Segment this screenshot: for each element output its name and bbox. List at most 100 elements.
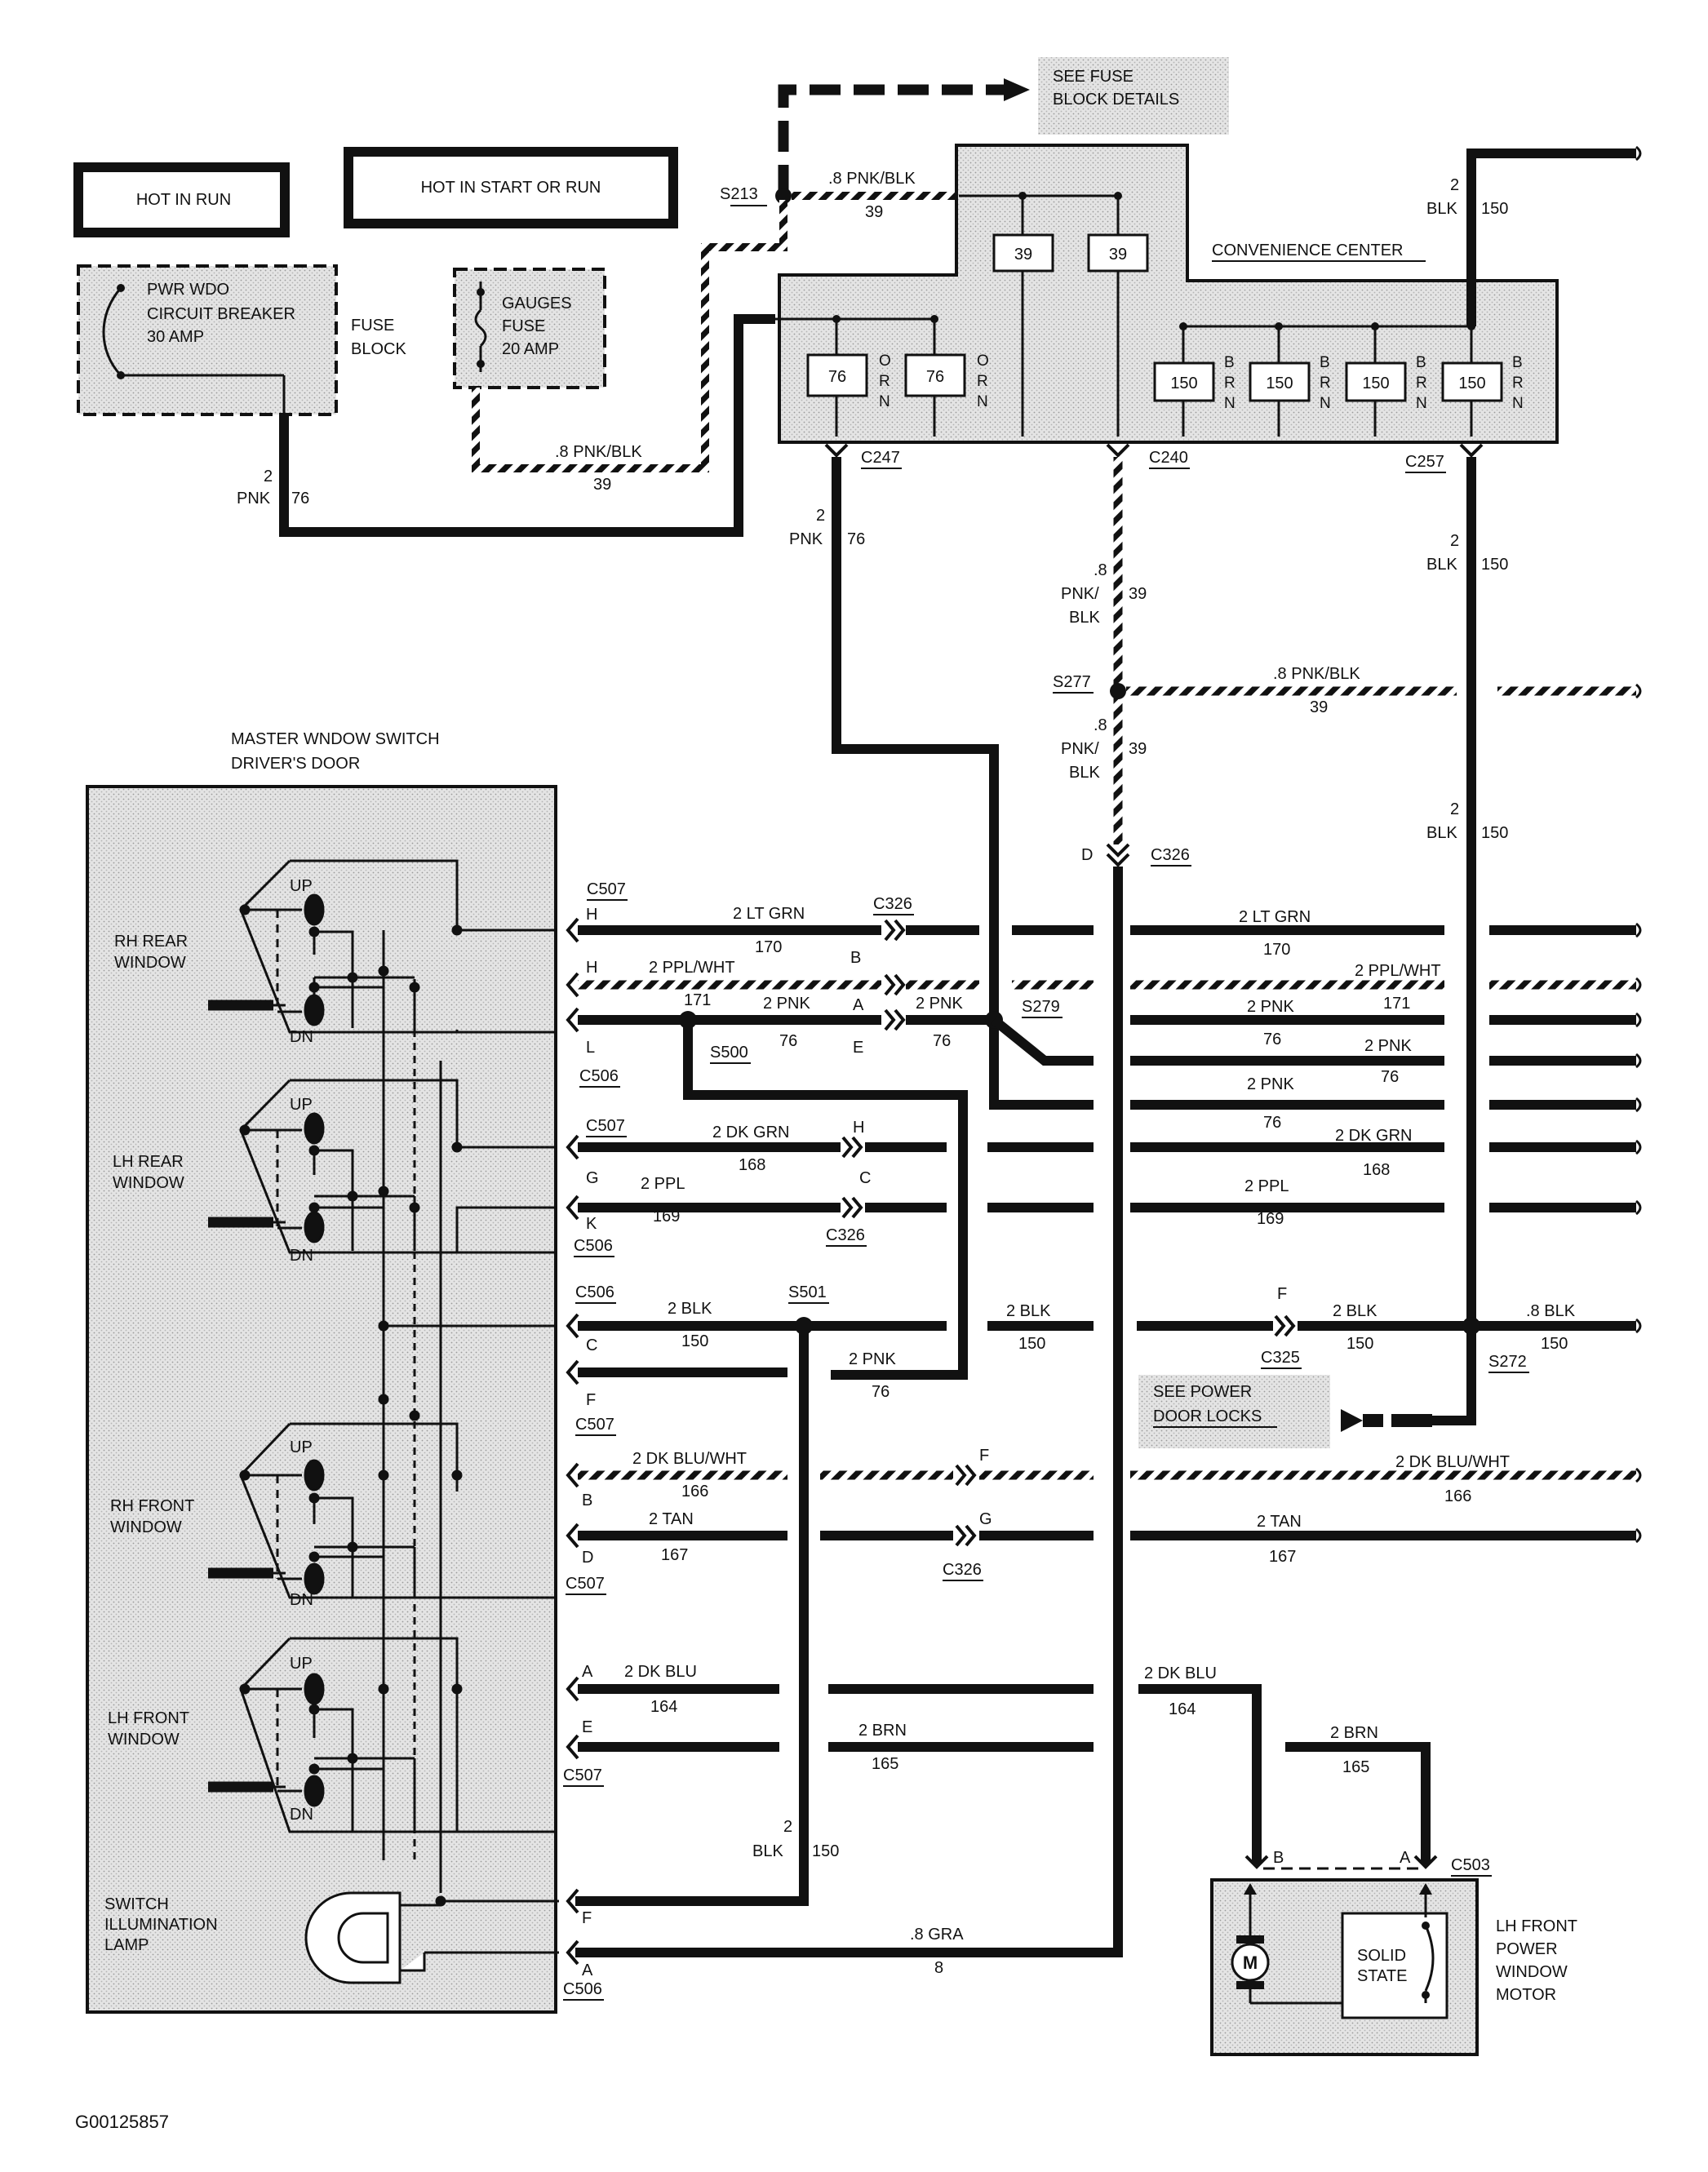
pin-b-label: B [582, 1492, 592, 1509]
switch-edge-connectors [566, 917, 579, 1966]
wire-label-150c-color: 2 BLK [1333, 1302, 1377, 1320]
pin-e-c326-label: E [853, 1039, 863, 1057]
wire-label-164b-color: 2 DK BLU [1144, 1664, 1217, 1682]
wire-label-169-color: 2 PPL [641, 1175, 685, 1193]
wire-label-c247-gauge: 2 [816, 507, 825, 525]
wire-label-168b-circuit: 168 [1363, 1161, 1390, 1179]
see-locks-label-1: SEE POWER [1153, 1383, 1252, 1401]
master-switch-label-2: DRIVER'S DOOR [231, 755, 360, 773]
relay-150-c-label: 150 [1362, 375, 1389, 392]
breaker-label-1: PWR WDO [147, 281, 229, 299]
pin-a-motor-label: A [1400, 1849, 1411, 1867]
motor-symbol-label: M [1243, 1953, 1258, 1973]
wire-label-76a-circuit: 76 [779, 1032, 797, 1050]
splice-s213-label: S213 [720, 185, 758, 203]
wire-label-171b-color: 2 PPL/WHT [1355, 962, 1441, 980]
brn-r-2: R [1320, 375, 1331, 392]
wire-label-c257b-color: BLK [1426, 824, 1457, 842]
connector-c507-b-label: C507 [586, 1117, 625, 1135]
relay-150-b-label: 150 [1266, 375, 1293, 392]
motor-label-4: MOTOR [1496, 1986, 1556, 2004]
gauges-label-3: 20 AMP [502, 340, 559, 358]
pin-h-b-label: H [586, 959, 597, 977]
wire-label-c257-gauge: 2 [1450, 532, 1459, 550]
brn-r-1: R [1224, 375, 1236, 392]
see-fuse-label-1: SEE FUSE [1053, 68, 1133, 86]
wire-dk-blu-164: 2 DK BLU 164 2 DK BLU 164 [578, 1663, 1269, 1869]
connector-c503-label: C503 [1451, 1856, 1490, 1874]
pin-h-a-label: H [586, 906, 597, 924]
wire-label-s277-circuit: 39 [1129, 740, 1147, 758]
wire-label-76d-color: 2 PNK [1364, 1037, 1412, 1055]
rh-front-label-1: RH FRONT [110, 1497, 194, 1515]
figure-id: G00125857 [75, 2112, 169, 2132]
brn-b-1: B [1224, 354, 1235, 371]
wire-label-top-blk-color: BLK [1426, 200, 1457, 218]
pin-f-c325-label: F [1277, 1285, 1287, 1303]
solid-state-label-2: STATE [1357, 1967, 1407, 1985]
lh-rear-label-2: WINDOW [113, 1174, 184, 1192]
fuse-details-arrow-icon [1004, 78, 1030, 101]
rh-front-dn-label: DN [290, 1591, 313, 1609]
see-fuse-block-box: SEE FUSE BLOCK DETAILS [1038, 57, 1229, 135]
wire-label-76a-color: 2 PNK [763, 995, 810, 1013]
pin-b-c326-label: B [850, 949, 861, 967]
wire-label-170b-color: 2 LT GRN [1239, 908, 1311, 926]
wire-label-76c-circuit: 76 [1263, 1031, 1281, 1048]
wire-label-150e-gauge: 2 [783, 1818, 792, 1836]
relay-150-b [1249, 361, 1311, 402]
relay-76-a-label: 76 [828, 368, 846, 386]
wire-label-150d-color: .8 BLK [1526, 1302, 1576, 1320]
hot-in-start-or-run-label: HOT IN START OR RUN [421, 179, 601, 197]
lamp-label-2: ILLUMINATION [104, 1916, 218, 1934]
wire-label-164b-circuit: 164 [1169, 1700, 1196, 1718]
connector-c326-mid-label: C326 [826, 1226, 865, 1244]
brn-r-4: R [1512, 375, 1524, 392]
switch-lh-rear [208, 1079, 555, 1254]
rh-rear-up-label: UP [290, 877, 313, 895]
rh-front-label-2: WINDOW [110, 1518, 182, 1536]
pin-f-lamp-label: F [582, 1909, 592, 1927]
wire-label-150e-circuit: 150 [812, 1842, 839, 1860]
wire-label-c247-circuit: 76 [847, 530, 865, 548]
wire-label-76d-circuit: 76 [1381, 1068, 1399, 1086]
wire-label-76f-circuit: 76 [872, 1383, 889, 1401]
pin-g-c326-label: G [979, 1510, 992, 1528]
wire-label-165-circuit: 165 [872, 1755, 898, 1773]
breaker-label-3: 30 AMP [147, 328, 204, 346]
gauges-fuse-box: GAUGES FUSE 20 AMP [453, 268, 606, 389]
motor-label-3: WINDOW [1496, 1963, 1568, 1981]
pin-l-label: L [586, 1039, 595, 1057]
connector-c257-label: C257 [1405, 453, 1444, 471]
wire-label-c257-circuit: 150 [1481, 556, 1508, 574]
see-door-locks-box: SEE POWER DOOR LOCKS [1138, 1375, 1330, 1448]
connector-c506-a-label: C506 [579, 1067, 619, 1085]
gauges-label-2: FUSE [502, 317, 545, 335]
wire-label-76e-circuit: 76 [1263, 1114, 1281, 1132]
door-locks-arrow-icon [1341, 1409, 1363, 1432]
wire-label-s213-color: .8 PNK/BLK [828, 170, 916, 188]
wire-label-s277-color-2: BLK [1069, 764, 1100, 782]
connector-c326-d-symbol [1106, 843, 1130, 867]
wire-label-165b-color: 2 BRN [1330, 1724, 1378, 1742]
wire-label-breaker-circuit: 76 [291, 490, 309, 508]
motor-icon [1231, 1943, 1270, 1982]
wire-pnk-76: 2 PNK 76 2 PNK 76 2 PNK 76 2 PNK 76 2 PN… [578, 995, 1642, 1401]
relay-150-c [1345, 361, 1407, 402]
wire-label-gra-color: .8 GRA [910, 1926, 964, 1944]
brn-b-4: B [1512, 354, 1523, 371]
splice-s277-label: S277 [1053, 673, 1091, 691]
wire-label-150a-circuit: 150 [681, 1332, 708, 1350]
wire-label-170-circuit: 170 [755, 938, 782, 956]
wire-label-c240-color-1: PNK/ [1061, 585, 1099, 603]
connector-c506-d-label: C506 [563, 1980, 602, 1998]
wire-label-165-color: 2 BRN [858, 1722, 907, 1740]
connector-c507-a-label: C507 [587, 880, 626, 898]
wire-label-c257b-circuit: 150 [1481, 824, 1508, 842]
hot-in-run-box: HOT IN RUN [73, 162, 290, 237]
hot-in-start-or-run-box: HOT IN START OR RUN [344, 147, 678, 228]
relay-39-b-label: 39 [1109, 246, 1127, 264]
wire-label-c240-gauge: .8 [1094, 561, 1107, 579]
wire-label-s277-right-circuit: 39 [1310, 698, 1328, 716]
orn-r-1: R [879, 373, 890, 390]
